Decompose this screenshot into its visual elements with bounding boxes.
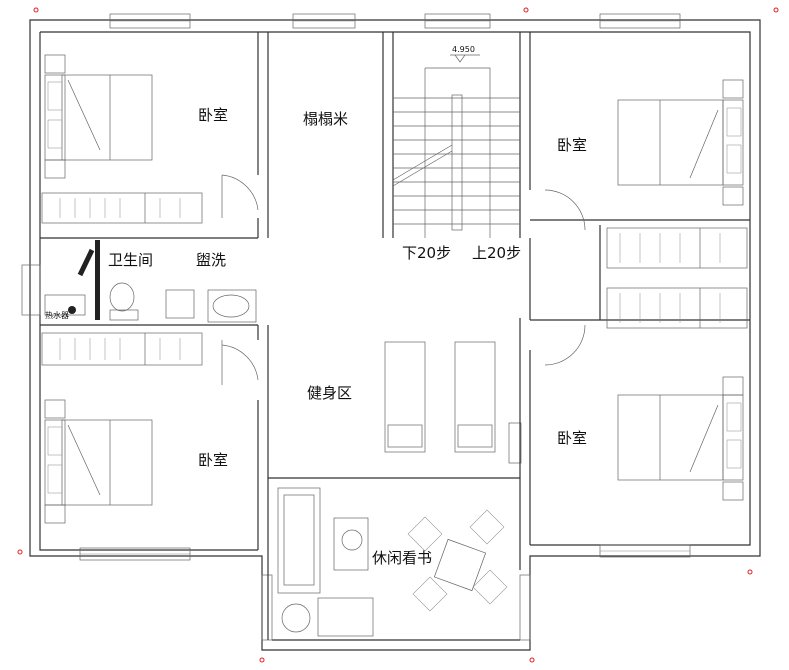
label-tatami: 榻榻米 [303, 110, 348, 128]
label-washroom: 盥洗 [196, 251, 226, 269]
label-bedroom-bottom-left: 卧室 [198, 451, 228, 469]
label-leisure-reading: 休闲看书 [372, 549, 432, 567]
corner-markers [17, 7, 779, 663]
bathroom-fixtures [44, 240, 257, 323]
label-bedroom-top-right: 卧室 [557, 136, 587, 154]
bed-bottom-left [44, 399, 153, 524]
label-bathroom: 卫生间 [108, 251, 153, 269]
label-stairs-down: 下20步 [402, 244, 451, 262]
bed-top-right [617, 79, 744, 206]
windows [21, 13, 691, 641]
fitness-equipment [384, 341, 496, 453]
bed-top-left [44, 54, 153, 179]
staircase [392, 54, 520, 238]
label-bedroom-top-left: 卧室 [198, 106, 228, 124]
closets [41, 192, 748, 366]
leisure-furniture [277, 487, 508, 637]
label-stairs-up: 上20步 [472, 244, 521, 262]
label-fitness: 健身区 [307, 384, 352, 402]
label-elevation: 4.950 [452, 45, 475, 54]
bed-bottom-right [617, 376, 744, 501]
label-water-heater: 热水器 [45, 310, 69, 320]
label-bedroom-bottom-right: 卧室 [557, 429, 587, 447]
